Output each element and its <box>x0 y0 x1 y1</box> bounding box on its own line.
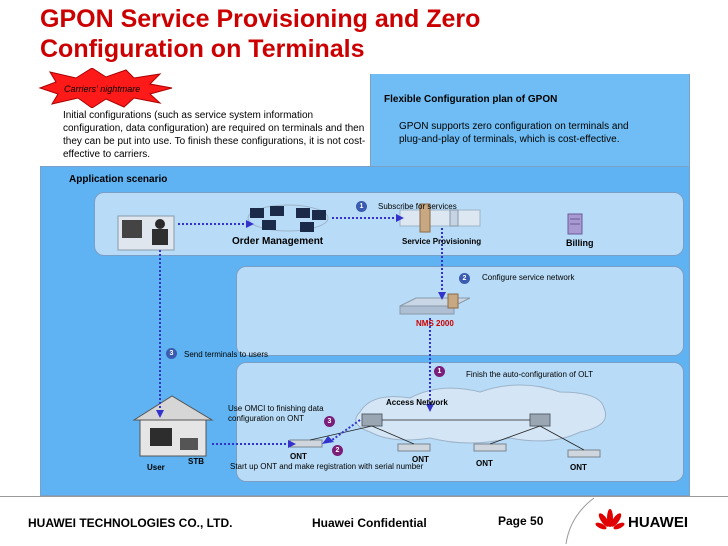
house-icon <box>132 395 214 457</box>
stb-label: STB <box>188 457 204 466</box>
step-badge: 3 <box>324 416 335 427</box>
step-badge: 2 <box>332 445 343 456</box>
lane-business <box>94 192 684 256</box>
step-text: Configure service network <box>482 273 575 282</box>
footer-page: Page 50 <box>498 514 544 528</box>
huawei-logo-icon <box>595 509 625 530</box>
arrowheads <box>156 214 446 448</box>
gpon-plan-text: GPON supports zero configuration on term… <box>399 121 629 145</box>
user-label: User <box>147 463 165 472</box>
step-badge: 1 <box>434 366 445 377</box>
nightmare-text: Initial configurations (such as service … <box>63 110 366 160</box>
olt-device-icon <box>361 413 551 427</box>
step-badge: 2 <box>459 273 470 284</box>
step-text: Use OMCI to finishing data configuration… <box>228 404 324 423</box>
access-network-cloud <box>355 384 606 444</box>
footer-company: HUAWEI TECHNOLOGIES CO., LTD. <box>28 516 233 530</box>
computer-user-icon <box>117 215 175 251</box>
step-badge: 1 <box>356 201 367 212</box>
ont-label: ONT <box>290 452 307 461</box>
billing-label: Billing <box>566 238 594 248</box>
gpon-plan-box <box>370 74 689 166</box>
step-text: Subscribe for services <box>378 202 457 211</box>
divider <box>40 166 688 167</box>
huawei-brand: HUAWEI <box>628 514 688 531</box>
access-network-label: Access Network <box>386 398 448 407</box>
service-provisioning-icon <box>399 203 481 233</box>
scenario-label: Application scenario <box>69 174 168 185</box>
fiber-links <box>309 419 585 451</box>
swoosh-icon <box>565 497 595 545</box>
gpon-plan-heading: Flexible Configuration plan of GPON <box>384 94 558 105</box>
step-text: Start up ONT and make registration with … <box>230 462 424 471</box>
page-title: GPON Service Provisioning and Zero Confi… <box>40 5 481 63</box>
step-text: Finish the auto-configuration of OLT <box>466 370 594 379</box>
ont-label: ONT <box>570 463 587 472</box>
ont-label: ONT <box>412 455 429 464</box>
nms-label: NMS 2000 <box>416 319 454 328</box>
starburst-icon <box>38 68 173 108</box>
order-management-label: Order Management <box>232 236 324 247</box>
order-management-icon <box>247 204 329 232</box>
process-connectors <box>159 217 443 445</box>
footer-confidential: Huawei Confidential <box>312 516 427 530</box>
ont-label: ONT <box>476 459 493 468</box>
step-badge: 3 <box>166 348 177 359</box>
service-provisioning-label: Service Provisioning <box>402 237 482 246</box>
starburst-label: Carriers' nightmare <box>64 84 141 94</box>
nms-server-icon <box>399 293 471 315</box>
footer-divider <box>0 496 728 497</box>
step-text: Send terminals to users <box>184 350 269 359</box>
billing-server-icon <box>567 213 583 235</box>
